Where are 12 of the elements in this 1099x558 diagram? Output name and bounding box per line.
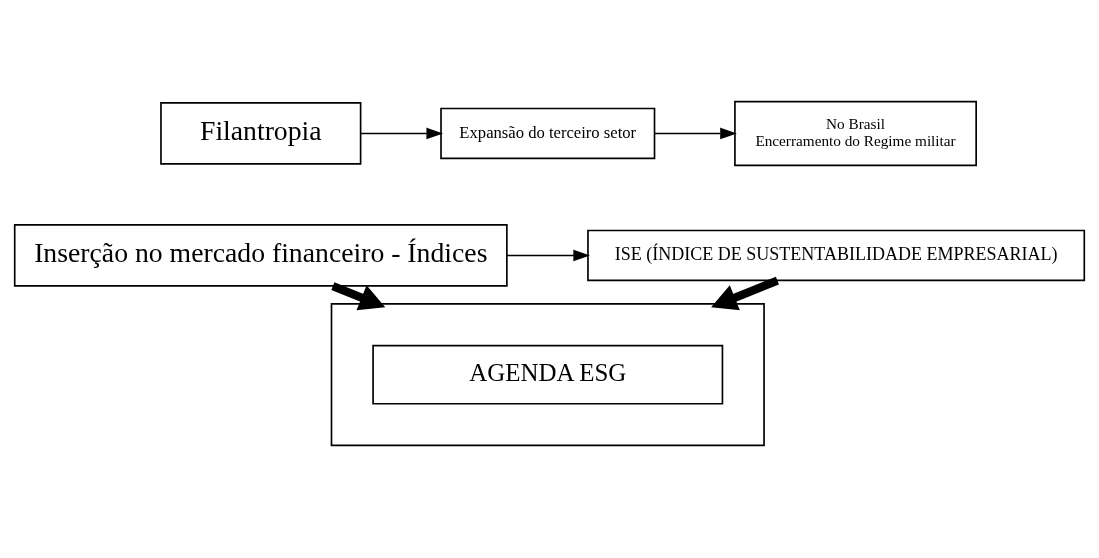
node-box: AGENDA ESG (372, 344, 724, 405)
node-box: Filantropia (160, 102, 362, 165)
node-box: Expansão do terceiro setor (440, 107, 656, 160)
node-box: Inserção no mercado financeiro - Índices (13, 224, 508, 287)
arrow (331, 282, 386, 311)
node-box: ISE (ÍNDICE DE SUSTENTABILIDADE EMPRESARIAL) (587, 229, 1086, 282)
arrow (711, 276, 779, 311)
cluster (330, 303, 765, 447)
node-box: No Brasil Encerramento do Regime militar (734, 100, 977, 167)
arrow (360, 127, 444, 140)
arrow (654, 127, 737, 140)
arrow (506, 249, 590, 262)
